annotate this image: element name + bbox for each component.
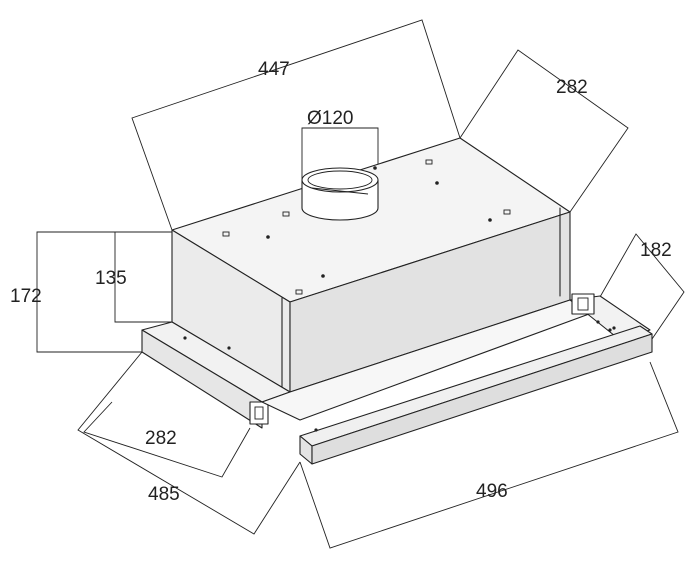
screw-hole: [266, 235, 270, 239]
dim-label-282-side: 282: [145, 428, 177, 449]
dim-label-485: 485: [148, 484, 180, 505]
dim-label-diameter: Ø120: [307, 108, 353, 129]
rail-screw: [183, 336, 187, 340]
dim-frame-120: [301, 127, 379, 180]
front-visor: [183, 325, 653, 465]
screw-hole: [488, 218, 492, 222]
screw-hole: [373, 166, 377, 170]
mounting-slot: [282, 211, 290, 217]
dim-frame-172: [36, 231, 172, 353]
dim-frame-282-side: [83, 401, 251, 478]
left-rail-slot: [254, 406, 264, 420]
dim-label-182: 182: [640, 240, 672, 261]
duct-inner-ellipse: [307, 170, 373, 190]
right-rail-slot: [577, 297, 589, 311]
mounting-slot: [222, 231, 230, 237]
duct-collar: [301, 167, 379, 221]
dim-label-172: 172: [10, 286, 42, 307]
dim-frame-447: [131, 19, 461, 231]
visor-screw: [314, 428, 318, 432]
mounting-slot: [425, 159, 433, 165]
screw-hole: [321, 274, 325, 278]
visor-screw: [608, 328, 612, 332]
mounting-slot: [503, 209, 511, 215]
slide-rails: [141, 293, 651, 429]
dim-label-135: 135: [95, 268, 127, 289]
mounting-holes: [222, 159, 511, 295]
left-rail-front: [141, 329, 263, 429]
dim-label-282-top: 282: [556, 77, 588, 98]
visor-face: [311, 333, 653, 465]
dim-frame-485: [77, 351, 301, 535]
duct-top-ellipse: [301, 167, 379, 193]
right-rail-bracket: [571, 293, 595, 315]
dim-label-496: 496: [476, 481, 508, 502]
rail-screw: [612, 326, 616, 330]
rail-screw: [227, 346, 231, 350]
duct-seam: [311, 187, 369, 195]
dim-frame-135: [114, 231, 172, 323]
rail-screw: [596, 320, 600, 324]
screw-hole: [435, 181, 439, 185]
left-rail-bracket: [249, 401, 269, 425]
mounting-slot: [295, 289, 303, 295]
dimension-labels: 447 282 Ø120 172 135 282 485 496 182: [10, 59, 672, 505]
dim-frame-496: [299, 361, 679, 549]
dimension-lines: [36, 19, 685, 549]
dim-frame-182: [599, 233, 685, 343]
dim-frame-282-top: [459, 49, 629, 213]
dim-label-447: 447: [258, 59, 290, 80]
